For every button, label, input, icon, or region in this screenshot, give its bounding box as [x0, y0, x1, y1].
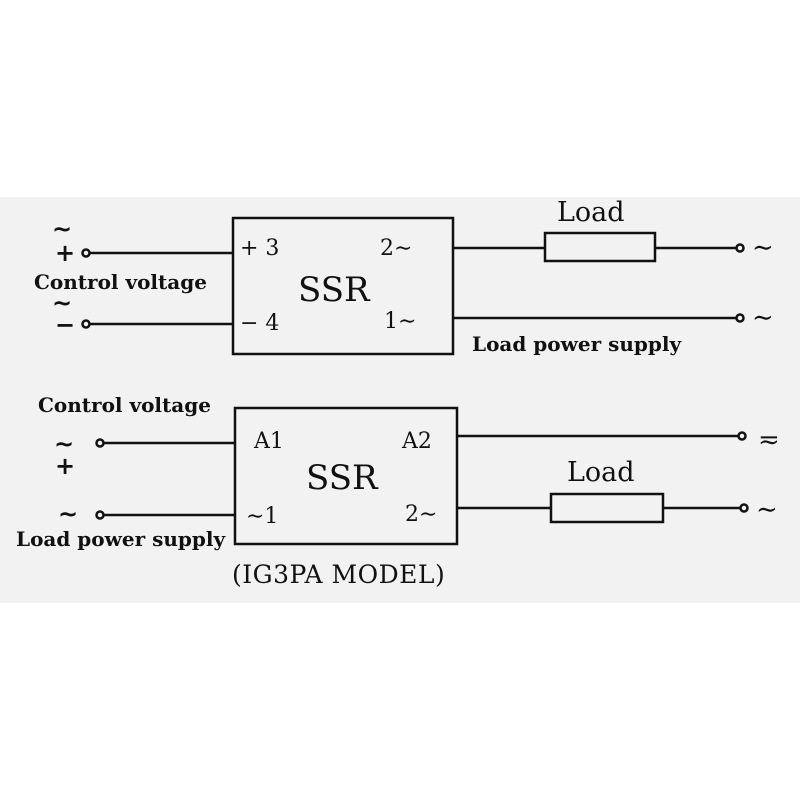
top-pin-1-label: 1∼ [384, 309, 416, 334]
model-label: (IG3PA MODEL) [232, 560, 445, 589]
top-load-power-supply-label: Load power supply [472, 332, 682, 356]
bottom-input-ac-mark-1: ~ [54, 430, 74, 458]
bottom-pin-a2-label: A2 [401, 429, 432, 454]
top-input-plus-symbol: + [55, 239, 75, 267]
top-ssr-label: SSR [298, 270, 371, 310]
bottom-pin-a1-label: A1 [253, 429, 284, 454]
top-ac-terminal-symbol-2: ∼ [752, 303, 774, 333]
bottom-ssr-box [233, 406, 459, 546]
top-input-minus-symbol: − [55, 311, 75, 339]
top-input-ac-mark-1: ~ [52, 215, 72, 243]
bottom-ssr-label: SSR [306, 458, 379, 498]
bottom-pin-1-label: ∼1 [246, 504, 278, 529]
bottom-input-plus-symbol: + [55, 452, 75, 480]
bottom-circuit [95, 406, 749, 546]
bottom-load-label: Load [567, 457, 635, 488]
top-input-ac-mark-2: ~ [52, 289, 72, 317]
top-load-label: Load [557, 197, 625, 228]
top-control-voltage-label: Control voltage [34, 270, 207, 294]
top-input-plus-terminal [81, 248, 91, 258]
top-pin-3-label: + 3 [240, 236, 279, 261]
top-output-terminal-2 [735, 313, 745, 323]
top-output-terminal-1 [735, 243, 745, 253]
top-pin-2-label: 2∼ [380, 236, 412, 261]
bottom-output-terminal-1 [737, 431, 747, 441]
top-ac-terminal-symbol-1: ∼ [752, 233, 774, 263]
top-ssr-box [231, 216, 455, 356]
top-pin-4-label: − 4 [240, 311, 279, 336]
bottom-input-terminal-2 [95, 510, 105, 520]
bottom-control-voltage-label: Control voltage [38, 393, 211, 417]
bottom-ac-terminal-symbol-1: ≂ [758, 425, 780, 455]
diagram-panel [0, 197, 800, 603]
bottom-output-terminal-2 [739, 503, 749, 513]
bottom-input-ac-mark-2: ~ [58, 500, 78, 528]
top-input-minus-terminal [81, 319, 91, 329]
bottom-input-terminal-1 [95, 438, 105, 448]
top-circuit [81, 216, 745, 356]
bottom-ac-terminal-symbol-2: ∼ [756, 495, 778, 525]
bottom-pin-2-label: 2∼ [405, 502, 437, 527]
bottom-load-power-supply-label: Load power supply [16, 527, 226, 551]
